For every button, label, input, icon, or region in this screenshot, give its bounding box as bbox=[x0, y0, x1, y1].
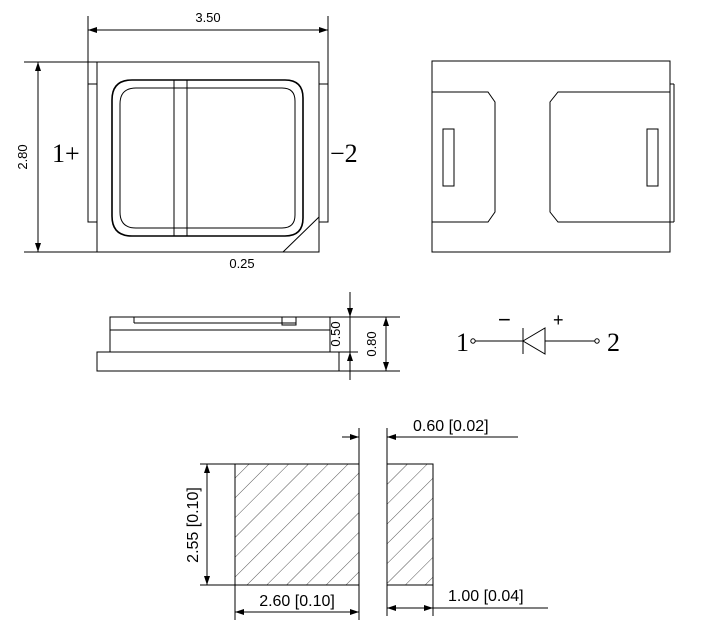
side-view-base bbox=[96, 351, 340, 372]
footprint-small-pad bbox=[386, 463, 434, 586]
side-view-lens bbox=[109, 316, 331, 353]
width-dim-label: 3.50 bbox=[195, 10, 220, 25]
bottom-view-left-pad bbox=[432, 91, 496, 223]
bottom-view-right-slot bbox=[646, 128, 659, 187]
side-view-tab bbox=[281, 316, 297, 326]
pad-footprint: 0.60 [0.02] 2.55 [0.10] 2.60 [0.10] 1.00… bbox=[185, 418, 548, 620]
diode-schematic: 1 2 − + bbox=[456, 307, 620, 357]
bottom-view-right-pad bbox=[549, 91, 670, 223]
top-view-left-pin bbox=[87, 83, 98, 223]
top-view-body bbox=[96, 61, 320, 253]
side-view: 0.50 0.80 bbox=[96, 292, 400, 380]
lens-outer bbox=[111, 79, 304, 237]
schematic-pin-right: 2 bbox=[607, 328, 620, 357]
schematic-plus-mark: + bbox=[553, 310, 564, 330]
bottom-view-left-slot bbox=[442, 128, 455, 187]
pin-label-right: −2 bbox=[330, 139, 358, 168]
height-dim-label: 2.80 bbox=[15, 144, 30, 169]
footprint-large-pad bbox=[234, 463, 360, 586]
corner-dim-label: 0.25 bbox=[229, 256, 254, 271]
diode-triangle bbox=[522, 327, 546, 355]
footprint-gap-dim-label: 0.60 [0.02] bbox=[413, 418, 489, 435]
footprint-large-pad-width-label: 2.60 [0.10] bbox=[259, 593, 335, 610]
polarity-chamfer bbox=[282, 216, 320, 253]
lens-height-dim-label: 0.50 bbox=[328, 321, 343, 346]
pin-label-left: 1+ bbox=[52, 139, 80, 168]
bottom-view-body bbox=[431, 60, 671, 253]
footprint-small-pad-width-label: 1.00 [0.04] bbox=[448, 588, 524, 605]
footprint-height-dim-label: 2.55 [0.10] bbox=[185, 487, 202, 563]
total-height-dim-label: 0.80 bbox=[364, 331, 379, 356]
schematic-minus-mark: − bbox=[498, 307, 511, 332]
bottom-view bbox=[431, 60, 675, 253]
top-view: 3.50 2.80 0.25 1+ −2 bbox=[15, 10, 358, 271]
schematic-pin-left: 1 bbox=[456, 328, 469, 357]
lens-inner bbox=[119, 87, 296, 229]
top-view-right-pin bbox=[318, 83, 329, 223]
